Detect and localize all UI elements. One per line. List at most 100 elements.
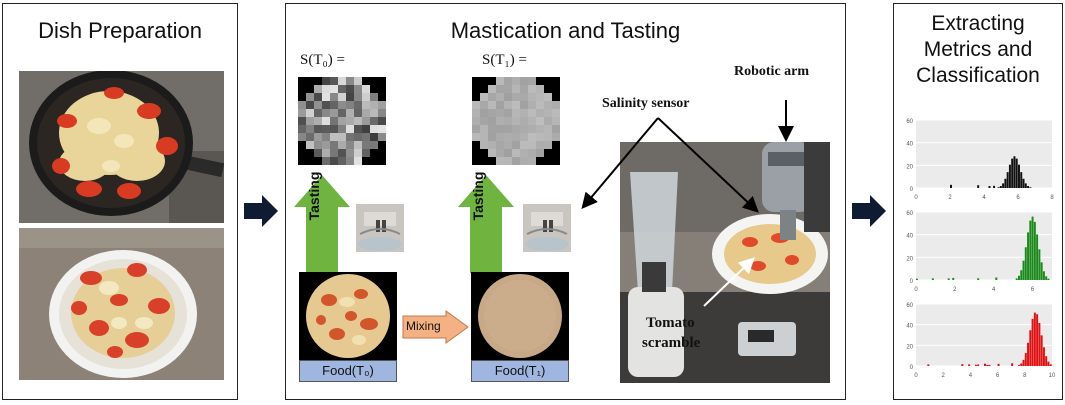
- heatmap-cell: [480, 93, 488, 101]
- food-t0-photo: [299, 272, 397, 360]
- heatmap-cell: [322, 157, 330, 165]
- s-t1-label: S(T₁) =: [482, 52, 527, 68]
- histogram-bar: [988, 186, 991, 188]
- heatmap-cell: [306, 93, 314, 101]
- heatmap-cell: [346, 101, 354, 109]
- sensor-photo-left: [356, 204, 404, 252]
- heatmap-cell: [472, 109, 480, 117]
- heatmap-cell: [354, 93, 362, 101]
- heatmap-cell: [536, 125, 544, 133]
- heatmap-cell: [378, 125, 386, 133]
- histogram-bar: [993, 185, 996, 188]
- heatmap-cell: [354, 77, 362, 85]
- histogram-bar: [950, 184, 952, 188]
- heatmap-cell: [338, 77, 346, 85]
- histogram-bar: [1004, 178, 1007, 188]
- heatmap-cell: [314, 149, 322, 157]
- y-tick-label: 40: [906, 142, 913, 148]
- histogram-bar: [999, 186, 1002, 188]
- heatmap-cell: [338, 141, 346, 149]
- heatmap-cell: [544, 141, 552, 149]
- heatmap-cell: [330, 133, 338, 141]
- histogram-bar: [1036, 314, 1039, 366]
- flow-arrow-2: [852, 195, 886, 227]
- heatmap-cell: [496, 85, 504, 93]
- heatmap-cell: [488, 101, 496, 109]
- histogram-bar: [1020, 363, 1023, 366]
- histogram-bar: [1027, 186, 1030, 188]
- histogram-bar: [1011, 158, 1014, 188]
- histogram-bar: [1024, 247, 1027, 280]
- heatmap-cell: [520, 125, 528, 133]
- food-t0-label: Food(T₀): [299, 360, 397, 382]
- heatmap-cell: [370, 93, 378, 101]
- histogram-bar: [977, 364, 980, 366]
- heatmap-cell: [536, 109, 544, 117]
- heatmap-cell: [520, 85, 528, 93]
- heatmap-cell: [544, 101, 552, 109]
- s-t0-label: S(T₀) =: [300, 52, 345, 68]
- heatmap-cell: [480, 109, 488, 117]
- robot-photo: [620, 142, 830, 383]
- heatmap-cell: [346, 149, 354, 157]
- histogram-bar: [961, 364, 964, 366]
- heatmap-cell: [322, 141, 330, 149]
- heatmap-cell: [536, 133, 544, 141]
- histogram-bar: [1047, 278, 1050, 280]
- histogram-bar: [1038, 249, 1041, 280]
- heatmap-cell: [544, 93, 552, 101]
- salinity-heatmap-t0: [298, 77, 386, 165]
- heatmap-cell: [306, 117, 314, 125]
- plate-photo: [19, 228, 224, 380]
- metrics-panel: Extracting Metrics and Classification 60…: [893, 3, 1063, 400]
- histogram-bar: [988, 364, 991, 366]
- heatmap-cell: [306, 141, 314, 149]
- metrics-title-line1: Extracting: [931, 12, 1025, 35]
- heatmap-cell: [298, 125, 306, 133]
- heatmap-cell: [520, 93, 528, 101]
- heatmap-cell: [472, 117, 480, 125]
- x-tick-label: 2: [953, 287, 957, 293]
- heatmap-cell: [306, 125, 314, 133]
- heatmap-cell: [346, 117, 354, 125]
- heatmap-cell: [330, 109, 338, 117]
- heatmap-cell: [362, 85, 370, 93]
- mixing-label: Mixing: [406, 319, 441, 333]
- heatmap-cell: [488, 133, 496, 141]
- y-tick-label: 20: [906, 256, 913, 262]
- heatmap-cell: [528, 141, 536, 149]
- heatmap-cell: [512, 141, 520, 149]
- histogram-bar: [1020, 172, 1023, 188]
- histogram-bar: [1020, 270, 1023, 280]
- heatmap-cell: [306, 101, 314, 109]
- tomato-scramble-label-1: Tomato: [646, 315, 695, 331]
- histogram-bar: [1033, 221, 1036, 280]
- dish-preparation-panel: Dish Preparation: [2, 3, 238, 400]
- heatmap-cell: [314, 109, 322, 117]
- heatmap-cell: [552, 133, 560, 141]
- histogram-bar: [1011, 363, 1014, 366]
- heatmap-cell: [536, 101, 544, 109]
- heatmap-cell: [512, 149, 520, 157]
- heatmap-cell: [330, 141, 338, 149]
- heatmap-cell: [536, 141, 544, 149]
- heatmap-cell: [338, 157, 346, 165]
- histogram-bar: [977, 185, 980, 188]
- histogram-bar: [1029, 220, 1032, 280]
- histogram-bar: [1038, 323, 1041, 366]
- histogram-bar: [1022, 359, 1025, 366]
- heatmap-cell: [330, 125, 338, 133]
- heatmap-cell: [314, 85, 322, 93]
- heatmap-cell: [528, 101, 536, 109]
- heatmap-cell: [354, 133, 362, 141]
- tasting-arrow-left: [294, 175, 350, 273]
- y-tick-label: 0: [910, 365, 914, 371]
- robotic-arm-label: Robotic arm: [734, 64, 810, 79]
- histogram-bar: [997, 187, 1000, 188]
- heatmap-cell: [488, 149, 496, 157]
- heatmap-cell: [496, 109, 504, 117]
- heatmap-cell: [370, 101, 378, 109]
- heatmap-cell: [512, 133, 520, 141]
